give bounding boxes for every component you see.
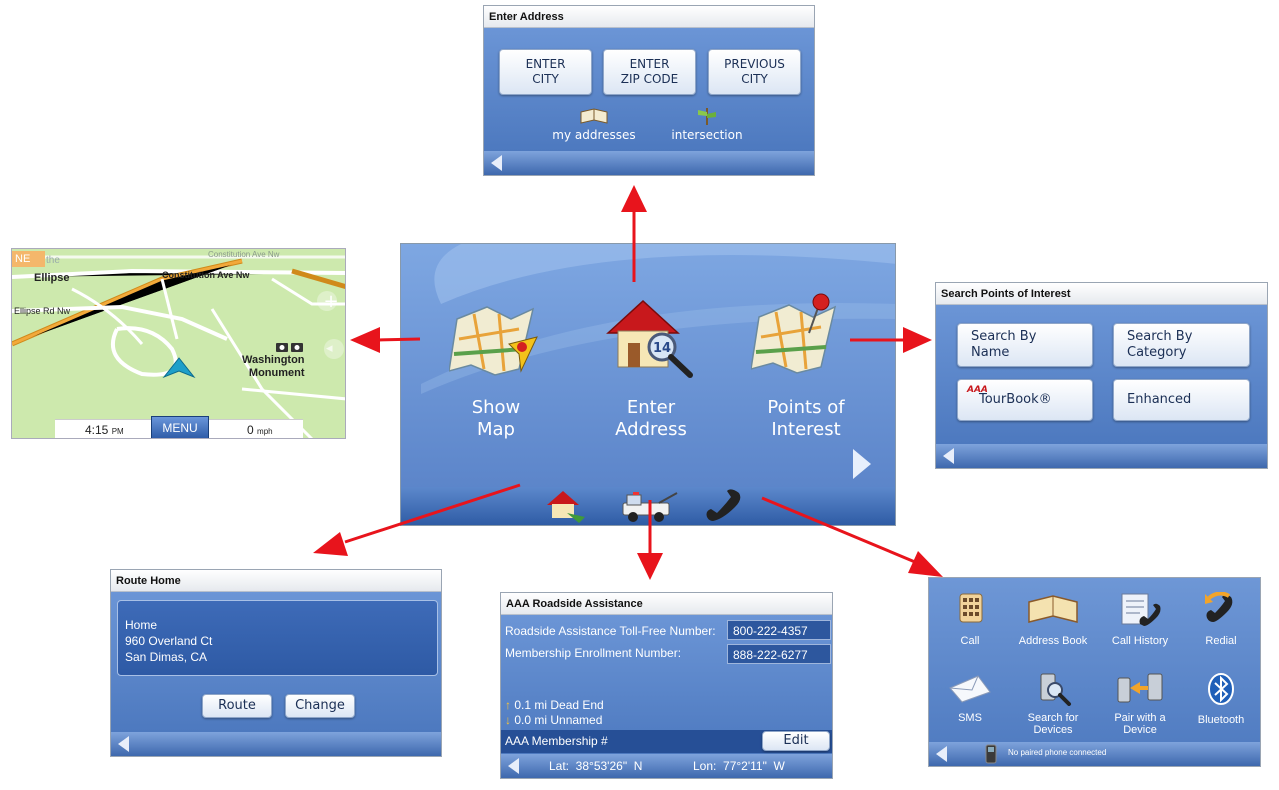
enter-address-title: Enter Address	[484, 6, 814, 28]
tourbook-button[interactable]: AAA TourBook®	[957, 379, 1093, 421]
time-display: 4:15 PM	[85, 423, 124, 437]
zoom-in-button[interactable]: +	[323, 291, 339, 312]
address-book-icon	[580, 108, 608, 124]
mobile-phone-icon	[985, 744, 997, 764]
back-arrow-icon[interactable]	[491, 155, 502, 171]
route-home-screen: Route Home Home 960 Overland Ct San Dima…	[110, 569, 442, 757]
tow-truck-icon[interactable]	[619, 489, 681, 523]
map-label-constitution-faded: Constitution Ave Nw	[208, 250, 280, 259]
home-address-box: Home 960 Overland Ct San Dimas, CA	[117, 600, 438, 676]
map-label-constitution: Constitution Ave Nw	[162, 270, 250, 280]
route-button[interactable]: Route	[202, 694, 272, 718]
speed-display: 0 mph	[247, 423, 273, 437]
map-icon	[449, 306, 538, 376]
aaa-roadside-screen: AAA Roadside Assistance Roadside Assista…	[500, 592, 833, 779]
next-turn-row: ↑ 0.1 mi Dead End	[505, 698, 604, 712]
call-history-button[interactable]: Call History	[1099, 592, 1181, 652]
enhanced-button[interactable]: Enhanced	[1113, 379, 1250, 421]
map-label-ellipse: Ellipse	[34, 272, 70, 284]
enrollment-number: 888-222-6277	[727, 644, 831, 664]
my-addresses-button[interactable]: my addresses	[546, 106, 642, 148]
intersection-button[interactable]: intersection	[662, 106, 752, 148]
turn-up-arrow-icon: ↑	[505, 698, 511, 712]
map-status-bar: 4:15 PM MENU 0 mph	[55, 416, 303, 438]
search-poi-title: Search Points of Interest	[936, 283, 1267, 305]
bluetooth-icon	[1208, 673, 1234, 705]
aaa-roadside-title: AAA Roadside Assistance	[501, 593, 832, 615]
next-page-arrow-icon[interactable]	[853, 449, 871, 479]
phone-icon[interactable]	[701, 489, 745, 521]
turn-down-arrow-icon: ↓	[505, 713, 511, 727]
vehicle-position-icon	[162, 357, 196, 379]
sms-button[interactable]: SMS	[937, 672, 1003, 732]
latitude-readout: Lat: 38°53'26" N	[549, 759, 643, 773]
redial-icon	[1205, 592, 1233, 622]
menu-button[interactable]: MENU	[151, 416, 209, 438]
following-turn-row: ↓ 0.0 mi Unnamed	[505, 713, 603, 727]
back-arrow-icon[interactable]	[943, 448, 954, 464]
envelope-icon	[949, 675, 991, 703]
back-arrow-icon[interactable]	[508, 758, 519, 774]
pair-device-icon	[1117, 673, 1163, 703]
home-route-icon[interactable]	[541, 487, 589, 523]
route-home-title: Route Home	[111, 570, 441, 592]
bluetooth-button[interactable]: Bluetooth	[1187, 672, 1255, 732]
map-roads	[12, 249, 345, 438]
map-label-ellipse-rd: Ellipse Rd Nw	[14, 306, 71, 316]
poi-map-pin-icon	[751, 293, 837, 374]
aaa-logo-icon: AAA	[967, 385, 988, 395]
change-button[interactable]: Change	[285, 694, 355, 718]
membership-row: AAA Membership # Edit	[501, 730, 832, 753]
map-screen: NE the Ellipse Constitution Ave Nw Const…	[11, 248, 346, 439]
search-devices-icon	[1040, 673, 1071, 706]
keypad-icon	[959, 593, 983, 623]
camera-icon	[276, 343, 303, 352]
address-book-button[interactable]: Address Book	[1009, 592, 1097, 652]
address-badge: 14	[653, 341, 671, 356]
redial-button[interactable]: Redial	[1187, 592, 1255, 652]
volume-button[interactable]: ◂	[326, 341, 333, 356]
call-history-icon	[1121, 593, 1161, 626]
phone-menu-screen: Call Address Book Call History Redial SM…	[928, 577, 1261, 767]
intersection-icon	[698, 108, 716, 125]
house-search-icon: 14	[606, 299, 693, 378]
longitude-readout: Lon: 77°2'11" W	[693, 759, 785, 773]
address-book-icon	[1028, 595, 1078, 623]
edit-button[interactable]: Edit	[762, 731, 830, 751]
compass-badge: NE	[12, 251, 45, 267]
back-arrow-icon[interactable]	[936, 746, 947, 762]
call-button[interactable]: Call	[937, 592, 1003, 652]
tollfree-number: 800-222-4357	[727, 620, 831, 640]
back-arrow-icon[interactable]	[118, 736, 129, 752]
phone-connection-status: No paired phone connected	[1008, 748, 1107, 757]
